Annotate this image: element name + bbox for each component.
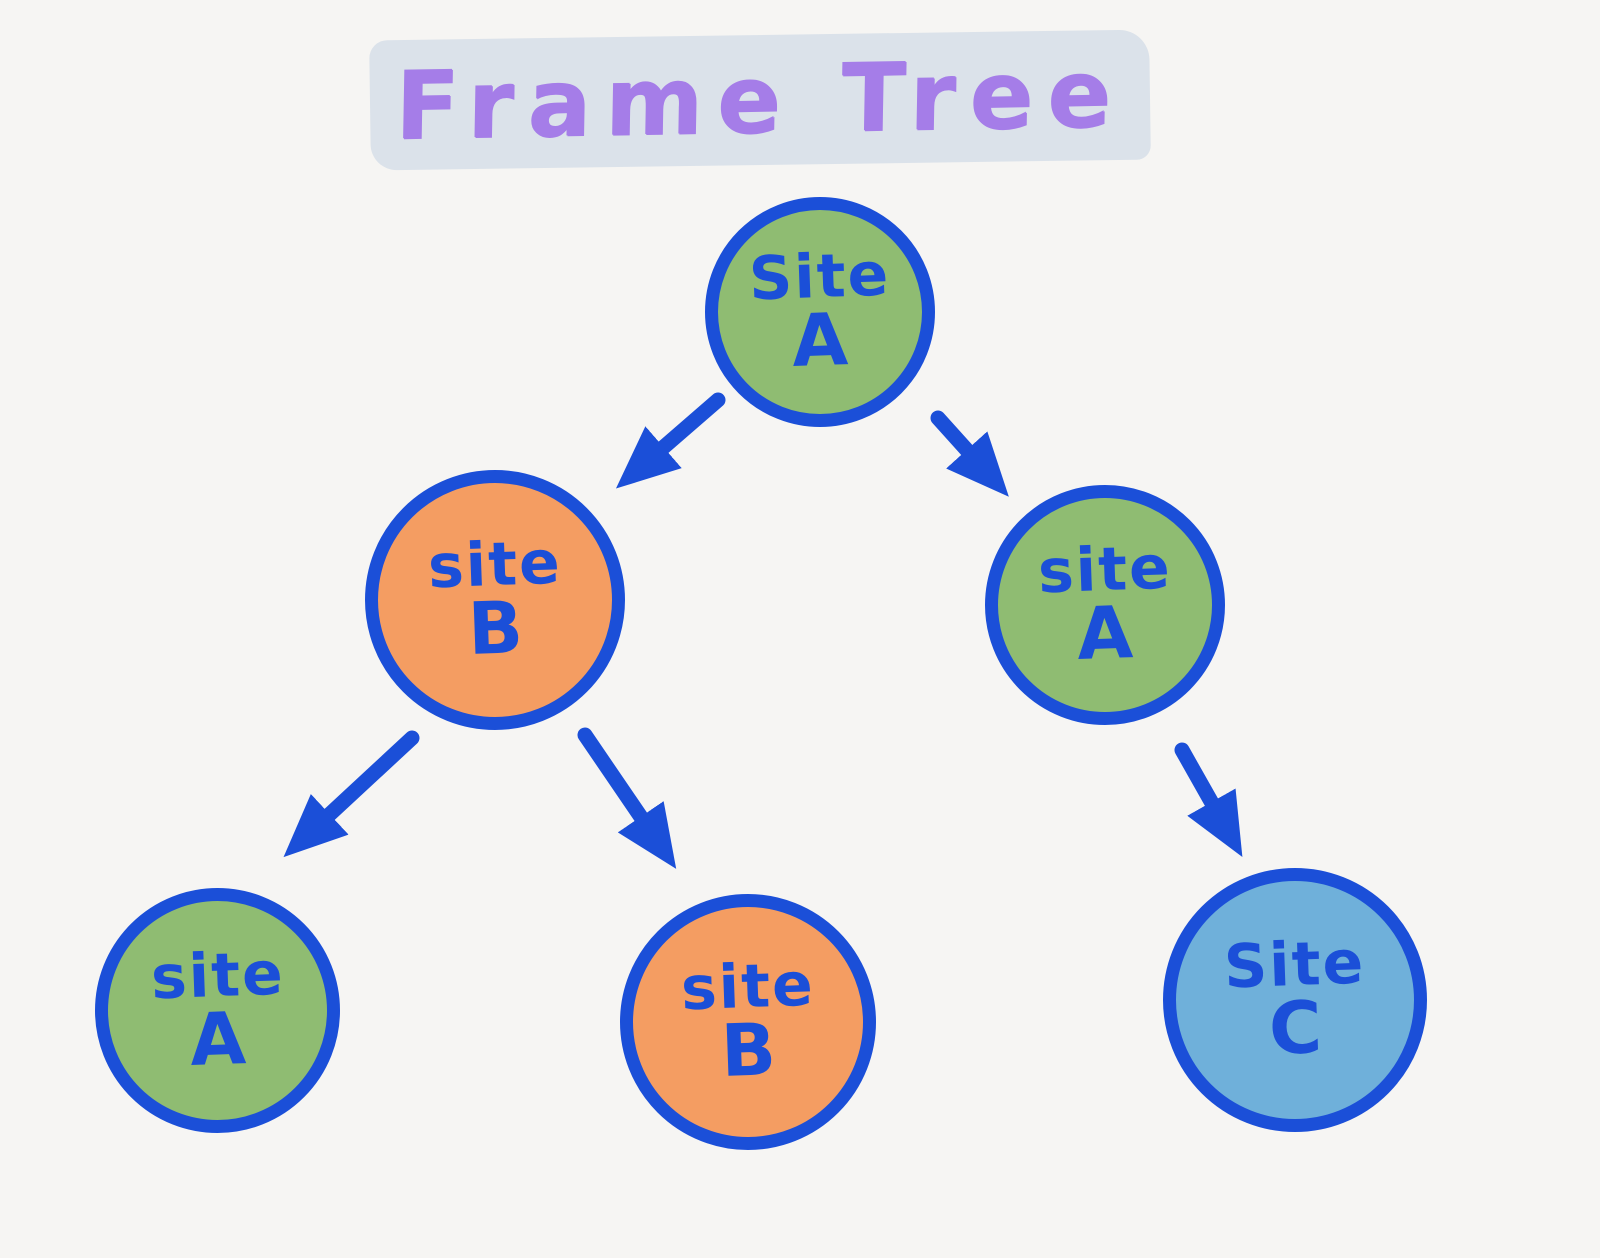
node-letter: A — [790, 297, 850, 384]
diagram-title: Frame Tree — [394, 39, 1126, 161]
arrow-root-to-child-left — [615, 392, 726, 489]
node-letter: A — [1075, 590, 1135, 677]
node-site-a-root: Site A — [705, 197, 935, 427]
node-letter: B — [466, 585, 524, 672]
arrow-root-to-child-right — [930, 410, 1009, 497]
arrow-childB-to-leaf-left — [283, 730, 420, 858]
node-letter: A — [188, 995, 247, 1082]
arrow-childA-to-leaf-right — [1174, 742, 1243, 857]
node-site-c-leaf: Site C — [1163, 868, 1427, 1132]
node-site-a-child: site A — [985, 485, 1225, 725]
node-site-b-leaf: site B — [620, 894, 876, 1150]
node-site-a-leaf: site A — [95, 888, 340, 1133]
node-letter: B — [719, 1007, 777, 1094]
node-letter: C — [1267, 985, 1323, 1072]
arrow-childB-to-leaf-middle — [577, 727, 677, 869]
node-site-b-child: site B — [365, 470, 625, 730]
title-block: Frame Tree — [369, 25, 1160, 175]
